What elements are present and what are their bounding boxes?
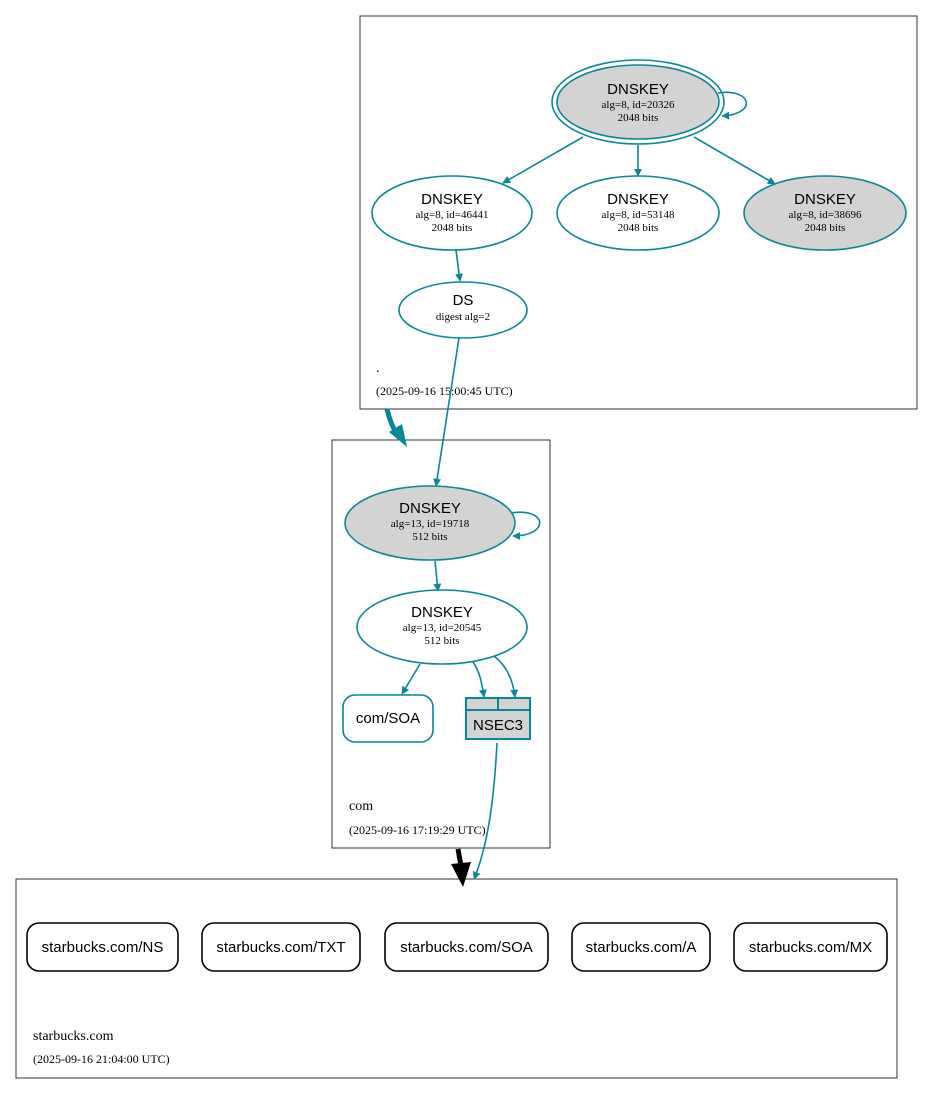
- node-title: DNSKEY: [794, 191, 856, 208]
- node-shape: [556, 64, 720, 140]
- rrset-starbucks-mx[interactable]: starbucks.com/MX: [733, 922, 888, 972]
- node-alg-id: alg=13, id=19718: [391, 518, 470, 530]
- node-bits: 512 bits: [424, 635, 459, 647]
- node-root-zsk-46441[interactable]: DNSKEY alg=8, id=46441 2048 bits: [371, 175, 533, 251]
- node-title: DNSKEY: [399, 500, 461, 517]
- node-shape: [556, 175, 720, 251]
- node-shape: [344, 485, 516, 561]
- edge-com-zsk-nsec3-a: [472, 661, 487, 698]
- edge-com-ksk-self: [509, 511, 541, 540]
- node-outer-ring: [551, 59, 725, 145]
- node-com-zsk-20545[interactable]: DNSKEY alg=13, id=20545 512 bits: [356, 589, 528, 665]
- rrset-box: [201, 922, 361, 972]
- rrset-box: [384, 922, 549, 972]
- node-bits: 2048 bits: [618, 222, 659, 234]
- rrset-label: starbucks.com/TXT: [216, 939, 345, 956]
- rrset-label: starbucks.com/SOA: [400, 939, 533, 956]
- node-bits: 2048 bits: [805, 222, 846, 234]
- zone-com-border: [331, 439, 551, 849]
- zone-root-border: [359, 15, 918, 410]
- rrset-label: starbucks.com/A: [586, 939, 697, 956]
- edges: [401, 91, 776, 880]
- node-alg-id: alg=8, id=46441: [416, 209, 489, 221]
- delegation-root-com-head: [389, 424, 407, 447]
- node-title: DNSKEY: [411, 604, 473, 621]
- rrset-starbucks-soa[interactable]: starbucks.com/SOA: [384, 922, 549, 972]
- rrset-label: starbucks.com/NS: [42, 939, 164, 956]
- node-bits: 2048 bits: [432, 222, 473, 234]
- zone-starbucks: starbucks.com (2025-09-16 21:04:00 UTC): [15, 878, 898, 1079]
- node-root-ds[interactable]: DS digest alg=2: [398, 281, 528, 339]
- edge-zsk-ds: [455, 249, 464, 282]
- edge-com-zsk-soa: [401, 663, 421, 695]
- node-root-zsk-53148[interactable]: DNSKEY alg=8, id=53148 2048 bits: [556, 175, 720, 251]
- rrset-starbucks-ns[interactable]: starbucks.com/NS: [26, 922, 179, 972]
- edge-com-ksk-zsk: [433, 560, 442, 592]
- rrset-box: [26, 922, 179, 972]
- edge-ds-com-ksk: [433, 337, 460, 487]
- node-alg-id: alg=13, id=20545: [403, 622, 482, 634]
- node-alg-id: alg=8, id=38696: [789, 209, 862, 221]
- node-title: DNSKEY: [421, 191, 483, 208]
- node-shape: [356, 589, 528, 665]
- node-bits: 512 bits: [412, 531, 447, 543]
- rrset-box: [571, 922, 711, 972]
- edge-root-ksk-46441: [502, 136, 584, 184]
- node-digest: digest alg=2: [436, 311, 490, 323]
- zone-com-name: com: [349, 799, 373, 814]
- node-shape: [743, 175, 907, 251]
- node-label: com/SOA: [356, 710, 420, 727]
- node-title: DNSKEY: [607, 191, 669, 208]
- node-bits: 2048 bits: [618, 112, 659, 124]
- rrset-label: starbucks.com/MX: [749, 939, 872, 956]
- zone-starbucks-border: [15, 878, 898, 1079]
- node-alg-id: alg=8, id=20326: [602, 99, 675, 111]
- rrset-box: [733, 922, 888, 972]
- zone-root: . (2025-09-16 15:00:45 UTC): [359, 15, 918, 410]
- node-root-ksk-38696[interactable]: DNSKEY alg=8, id=38696 2048 bits: [743, 175, 907, 251]
- node-title: DNSKEY: [607, 81, 669, 98]
- node-shape: [398, 281, 528, 339]
- node-alg-id: alg=8, id=53148: [602, 209, 675, 221]
- node-com-ksk-19718[interactable]: DNSKEY alg=13, id=19718 512 bits: [344, 485, 516, 561]
- zone-root-timestamp: (2025-09-16 15:00:45 UTC): [376, 384, 513, 398]
- node-shape: [342, 694, 434, 743]
- delegation-com-starbucks-head: [451, 862, 471, 887]
- node-com-nsec3[interactable]: NSEC3: [465, 697, 531, 740]
- edge-root-ksk-self: [717, 91, 748, 120]
- rrset-starbucks-txt[interactable]: starbucks.com/TXT: [201, 922, 361, 972]
- zone-starbucks-timestamp: (2025-09-16 21:04:00 UTC): [33, 1052, 170, 1066]
- zone-starbucks-name: starbucks.com: [33, 1029, 114, 1044]
- edge-root-ksk-38696: [693, 136, 776, 185]
- delegation-arrows: [384, 408, 471, 887]
- zone-com: com (2025-09-16 17:19:29 UTC): [331, 439, 551, 849]
- node-com-soa[interactable]: com/SOA: [342, 694, 434, 743]
- node-shape: [371, 175, 533, 251]
- rrset-starbucks-a[interactable]: starbucks.com/A: [571, 922, 711, 972]
- edge-nsec3-starbucks: [473, 742, 498, 880]
- node-label: NSEC3: [473, 717, 523, 734]
- zone-com-timestamp: (2025-09-16 17:19:29 UTC): [349, 823, 486, 837]
- node-title: DS: [453, 292, 474, 309]
- edge-com-zsk-nsec3-b: [493, 655, 519, 698]
- zone-root-name: .: [376, 361, 380, 376]
- node-root-ksk-20326[interactable]: DNSKEY alg=8, id=20326 2048 bits: [551, 59, 725, 145]
